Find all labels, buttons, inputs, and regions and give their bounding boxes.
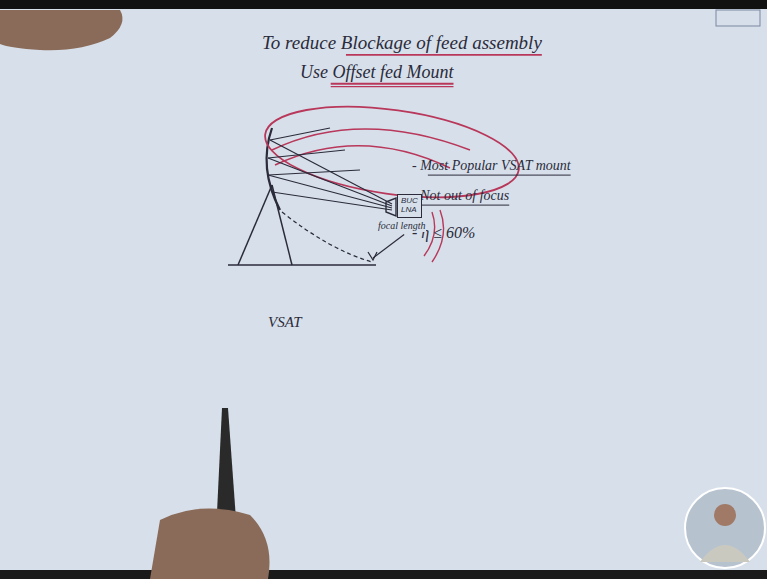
note: - Most Popular VSAT mount (412, 158, 571, 174)
stand (228, 185, 376, 265)
subtitle: Use Offset fed Mount (300, 62, 453, 83)
hand (150, 509, 270, 579)
note: - Not out of focus (412, 188, 509, 204)
caption-label: VSAT (268, 314, 302, 331)
top-bar (0, 0, 767, 9)
feed-box: BUC LNA (397, 194, 422, 218)
underline (346, 54, 542, 56)
reflector (267, 128, 280, 210)
underline (428, 175, 571, 176)
leader-line (373, 235, 404, 259)
bottom-bar (0, 570, 767, 579)
hand (0, 10, 122, 50)
underline (331, 83, 454, 85)
feed-horn (386, 198, 396, 216)
speaker-inset (685, 488, 765, 568)
title: To reduce Blockage of feed assembly (262, 32, 542, 54)
beam-lobe (259, 93, 524, 212)
stamp (716, 10, 760, 26)
underline (422, 205, 510, 206)
arrow-head (368, 252, 377, 260)
feed-arm (282, 212, 372, 262)
box-label: BUC LNA (401, 197, 418, 215)
underline (331, 86, 454, 87)
dimension-label: focal length (378, 220, 426, 232)
rays (268, 128, 392, 210)
speaker-body (700, 545, 750, 562)
speaker-head (714, 504, 736, 526)
